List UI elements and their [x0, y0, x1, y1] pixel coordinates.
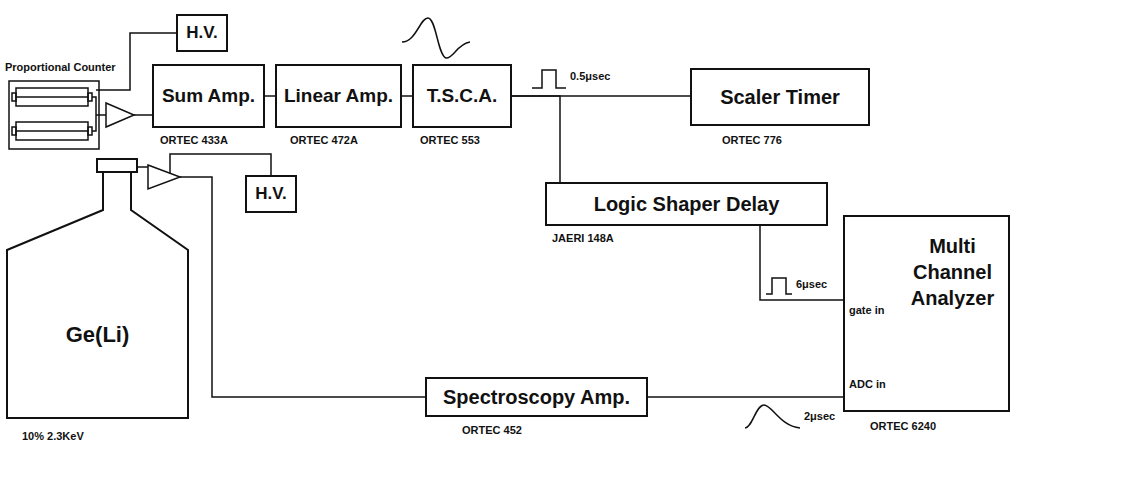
box-label: Scaler Timer [720, 86, 840, 109]
tube-end [88, 93, 92, 101]
wire [137, 166, 148, 168]
preamp-symbol [106, 103, 134, 127]
anode-wire [16, 130, 88, 132]
box-label: Sum Amp. [162, 85, 255, 107]
detector-name: Proportional Counter [5, 61, 116, 74]
caption-label: 0.5μsec [570, 70, 610, 83]
wire [92, 90, 100, 131]
box-label: Spectroscopy Amp. [443, 386, 630, 409]
box-label: H.V. [186, 23, 218, 43]
counter-drawing [8, 80, 100, 150]
caption-label: ORTEC 433A [160, 134, 228, 147]
wire [169, 158, 171, 173]
anode-wire [16, 96, 88, 98]
logic-box: Logic Shaper Delay [545, 182, 828, 226]
signal-wire [648, 396, 843, 398]
signal-wire [402, 95, 412, 97]
logic-pulse [532, 70, 566, 88]
proportional-counter: Proportional Counter [8, 80, 100, 150]
amplifier-box: Linear Amp. [275, 64, 402, 128]
caption-label: ORTEC 452 [462, 424, 522, 437]
caption-label: ADC in [849, 378, 886, 391]
wire [180, 176, 190, 178]
caption-label: JAERI 148A [552, 232, 614, 245]
box-label: Linear Amp. [284, 85, 393, 107]
caption-label: ORTEC 776 [722, 134, 782, 147]
tube-end [88, 127, 92, 135]
detector-dewar: Ge(Li) [5, 158, 190, 420]
tube-end [12, 93, 16, 101]
amplifier-box: Sum Amp. [152, 64, 265, 128]
caption-label: 6μsec [796, 278, 827, 291]
box-label: Logic Shaper Delay [594, 193, 780, 216]
caption-label: 2μsec [804, 410, 835, 423]
box-label: H.V. [255, 184, 287, 204]
signal-wire [760, 226, 843, 300]
power-supply-box: H.V. [176, 14, 228, 52]
caption-label: ORTEC 553 [420, 134, 480, 147]
power-supply-box: H.V. [245, 175, 297, 213]
discriminator-box: T.S.C.A. [412, 64, 512, 128]
amplifier-box: Spectroscopy Amp. [425, 377, 648, 417]
scaler-box: Scaler Timer [690, 68, 870, 126]
tube-end [12, 127, 16, 135]
logic-pulse [766, 278, 792, 294]
caption-label: ORTEC 472A [290, 134, 358, 147]
dewar-outline-path [7, 159, 188, 418]
signal-wire [512, 96, 560, 182]
counter-tube [16, 122, 88, 140]
caption-label: ORTEC 6240 [870, 420, 936, 433]
box-label: T.S.C.A. [427, 85, 498, 107]
signal-wire [265, 95, 275, 97]
shaped-pulse [745, 405, 800, 428]
caption-label: gate in [849, 304, 884, 317]
signal-wire [190, 177, 425, 397]
dewar-outline [5, 158, 190, 420]
preamp-symbol [148, 165, 180, 189]
signal-wire [170, 154, 271, 175]
caption-label: 10% 2.3KeV [22, 430, 84, 443]
bipolar-pulse [402, 18, 470, 58]
box-label: Ge(Li) [66, 322, 130, 347]
counter-tube [16, 88, 88, 106]
counter-frame [9, 81, 99, 149]
box-label: Multi Channel Analyzer [903, 233, 1002, 311]
